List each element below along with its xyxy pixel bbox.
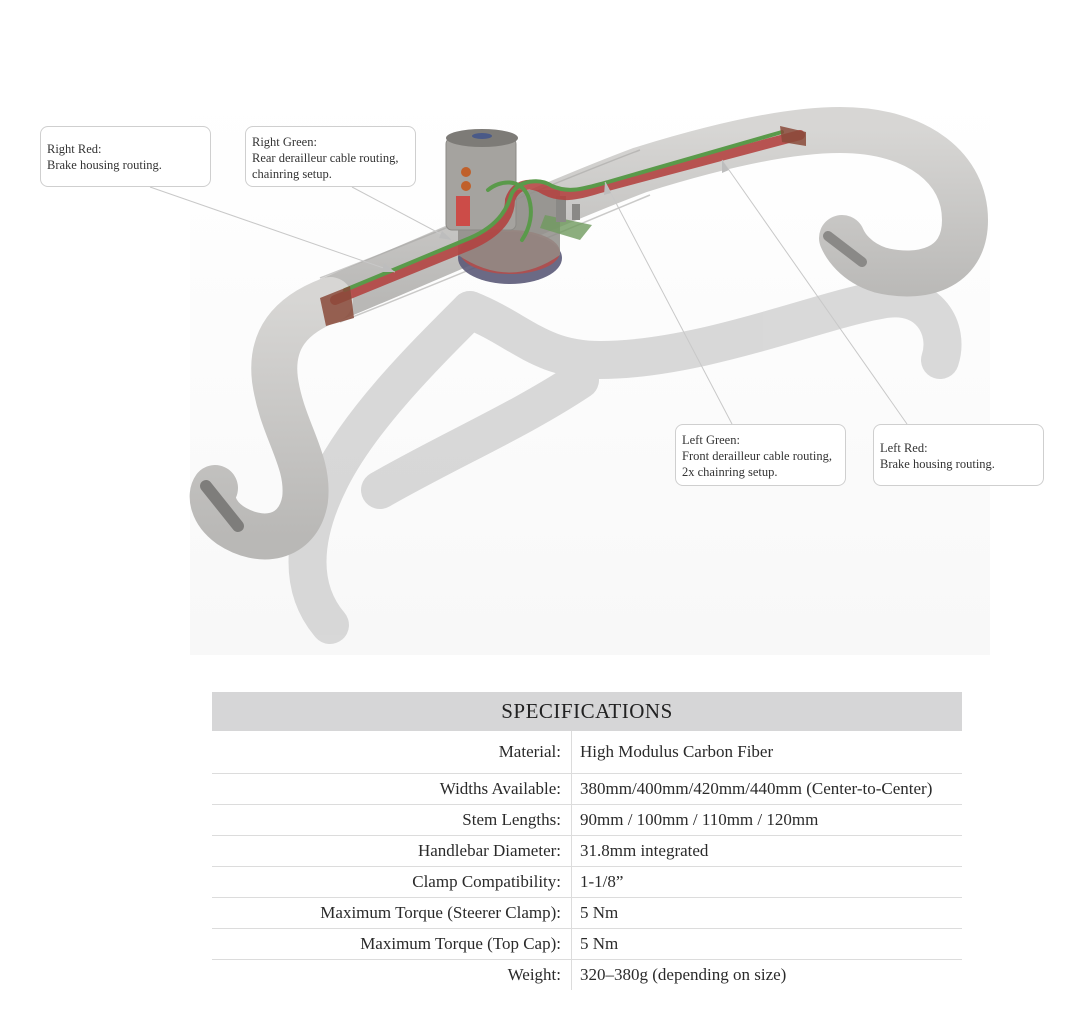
spec-label: Maximum Torque (Steerer Clamp): <box>212 898 572 928</box>
spec-label: Stem Lengths: <box>212 805 572 835</box>
spec-row: Handlebar Diameter: 31.8mm integrated <box>212 836 962 867</box>
callout-text: Brake housing routing. <box>47 158 162 172</box>
spec-label: Widths Available: <box>212 774 572 804</box>
specifications-title: SPECIFICATIONS <box>212 692 962 731</box>
spec-row: Weight: 320–380g (depending on size) <box>212 960 962 990</box>
callout-title: Right Red: <box>47 142 102 156</box>
callout-leader-lines <box>149 159 908 425</box>
callout-right-red: Right Red: Brake housing routing. <box>40 126 211 187</box>
spec-row: Stem Lengths: 90mm / 100mm / 110mm / 120… <box>212 805 962 836</box>
callout-text: chainring setup. <box>252 167 332 181</box>
specifications-table: SPECIFICATIONS Material: High Modulus Ca… <box>212 692 962 990</box>
spec-label: Clamp Compatibility: <box>212 867 572 897</box>
spec-value: High Modulus Carbon Fiber <box>580 742 774 761</box>
callout-title: Left Green: <box>682 433 740 447</box>
routing-green <box>343 130 784 292</box>
spec-label: Handlebar Diameter: <box>212 836 572 866</box>
callout-right-green: Right Green: Rear derailleur cable routi… <box>245 126 416 187</box>
left-bar-end <box>200 480 244 532</box>
right-cable-port <box>780 126 806 146</box>
callout-title: Left Red: <box>880 441 928 455</box>
left-cable-port <box>320 286 354 326</box>
spec-row: Clamp Compatibility: 1-1/8” <box>212 867 962 898</box>
spec-label: Material: <box>212 731 572 773</box>
spec-row: Maximum Torque (Steerer Clamp): 5 Nm <box>212 898 962 929</box>
handlebar-illustration <box>149 95 990 655</box>
spec-value: 5 Nm <box>580 903 619 922</box>
callout-left-red: Left Red: Brake housing routing. <box>873 424 1044 486</box>
spec-label: Maximum Torque (Top Cap): <box>212 929 572 959</box>
cable-guide <box>540 196 592 240</box>
callout-arrowheads <box>382 160 729 272</box>
right-bar-end <box>823 231 867 267</box>
handlebar-shadow <box>288 279 962 644</box>
stem <box>445 129 562 284</box>
spec-label: Weight: <box>212 960 572 990</box>
spec-value: 1-1/8” <box>580 872 624 891</box>
spec-row: Material: High Modulus Carbon Fiber <box>212 731 962 774</box>
callout-left-green: Left Green: Front derailleur cable routi… <box>675 424 846 486</box>
callout-text: Rear derailleur cable routing, <box>252 151 399 165</box>
callout-title: Right Green: <box>252 135 317 149</box>
callout-text: Front derailleur cable routing, <box>682 449 832 463</box>
spec-value: 320–380g (depending on size) <box>580 965 787 984</box>
spec-row: Widths Available: 380mm/400mm/420mm/440m… <box>212 774 962 805</box>
spec-value: 380mm/400mm/420mm/440mm (Center-to-Cente… <box>580 779 933 798</box>
spec-value: 90mm / 100mm / 110mm / 120mm <box>580 810 819 829</box>
callout-text: Brake housing routing. <box>880 457 995 471</box>
spec-value: 5 Nm <box>580 934 619 953</box>
spec-value: 31.8mm integrated <box>580 841 709 860</box>
callout-text: 2x chainring setup. <box>682 465 778 479</box>
spec-row: Maximum Torque (Top Cap): 5 Nm <box>212 929 962 960</box>
